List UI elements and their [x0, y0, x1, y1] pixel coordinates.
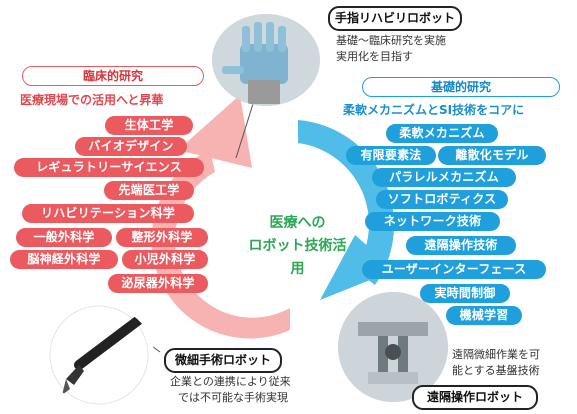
- micro-robot-title: 微細手術ロボット: [164, 348, 282, 373]
- micro-robot-desc-1: 企業との連携により従来: [170, 375, 291, 388]
- clinical-item: 一般外科学: [16, 228, 112, 247]
- remote-robot-desc-1: 遠隔微細作業を可: [452, 348, 540, 361]
- basic-item: 離散化モデル: [438, 146, 546, 165]
- basic-item: ユーザーインターフェース: [362, 260, 546, 279]
- clinical-item: バイオデザイン: [75, 137, 187, 156]
- remote-robot-title: 遠隔操作ロボット: [412, 385, 538, 410]
- center-label-line1: 医療への: [269, 215, 326, 231]
- basic-heading: 基礎的研究: [362, 77, 560, 97]
- clinical-item: 先端医工学: [104, 181, 194, 200]
- manipulator-icon: [338, 292, 448, 402]
- clinical-subtitle: 医療現場での活用へと昇華: [20, 93, 164, 107]
- clinical-item: リハビリテーション科学: [22, 204, 194, 223]
- finger-robot-desc-2: 実用化を目指す: [336, 50, 413, 63]
- basic-item: 実時間制御: [420, 284, 510, 303]
- center-label: 医療への ロボット技術活用: [245, 212, 350, 281]
- basic-item: ソフトロボティクス: [376, 190, 508, 209]
- clinical-item: 脳神経外科学: [10, 250, 118, 269]
- basic-item: 遠隔操作技術: [406, 236, 516, 255]
- clinical-item: 小児外科学: [122, 250, 208, 269]
- clinical-arrowhead: [178, 95, 252, 168]
- surgical-tool-icon: [49, 305, 153, 405]
- basic-item: 機械学習: [446, 306, 522, 325]
- micro-robot-desc-2: では不可能な手術実現: [178, 391, 288, 404]
- basic-item: パラレルメカニズム: [372, 168, 516, 187]
- basic-item: 柔軟メカニズム: [386, 124, 498, 143]
- remote-manipulator-photo: [338, 292, 448, 402]
- center-label-line2: ロボット技術活用: [248, 238, 347, 277]
- basic-subtitle: 柔軟メカニズムとSI技術をコアに: [343, 103, 525, 117]
- basic-arrowhead: [320, 235, 395, 300]
- finger-robot-title: 手指リハビリロボット: [328, 6, 462, 31]
- robot-hand-photo: [212, 14, 320, 106]
- remote-robot-desc-2: 能とする基盤技術: [452, 364, 540, 377]
- clinical-item: 泌尿器外科学: [108, 274, 208, 293]
- surgical-instrument-photo: [44, 305, 154, 405]
- basic-item: ネットワーク技術: [365, 212, 500, 231]
- basic-item: 有限要素法: [346, 146, 436, 165]
- clinical-item: 生体工学: [105, 116, 193, 135]
- robot-hand-icon: [212, 14, 320, 106]
- clinical-heading: 臨床的研究: [22, 66, 204, 86]
- finger-robot-desc-1: 基礎〜臨床研究を実施: [336, 34, 446, 47]
- clinical-item: レギュラトリーサイエンス: [14, 158, 204, 177]
- clinical-item: 整形外科学: [116, 228, 208, 247]
